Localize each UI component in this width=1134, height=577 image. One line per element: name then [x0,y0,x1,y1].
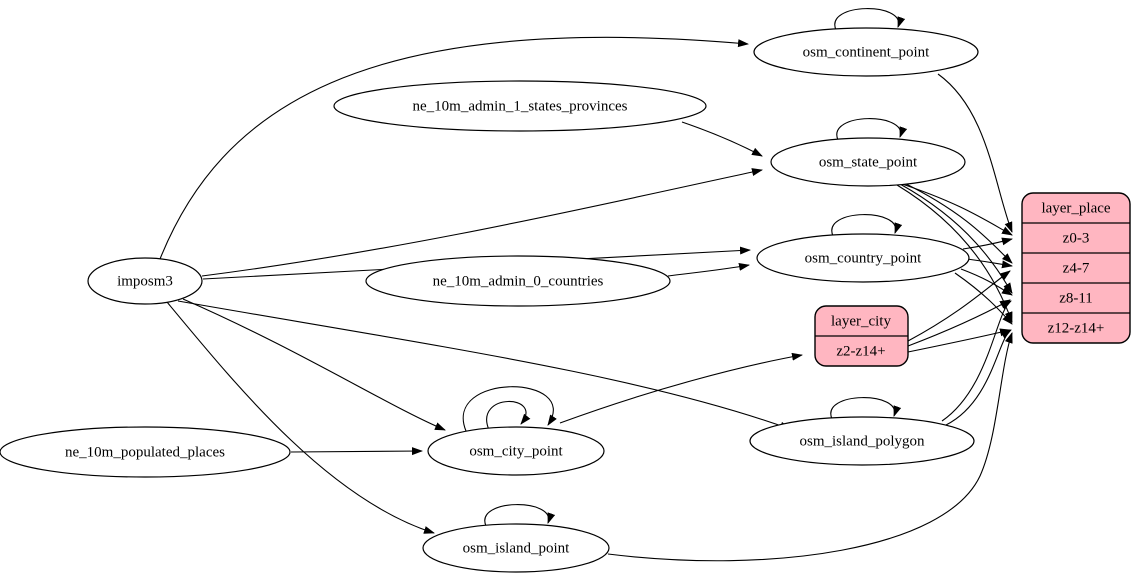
layer-place-shape [1021,192,1131,344]
osm-city-point-shape [427,426,605,476]
layer-city-row-z2-z14: z2-z14+ [836,343,885,359]
edge-osm-island-polygon-to-layer-place-z12-z14 [945,329,1012,426]
edge-osm-country-point-to-layer-place-z4-7 [966,258,1013,269]
edge-self-loop-osm-island-polygon [830,397,902,420]
imposm3-label: imposm3 [117,273,173,289]
osm-island-polygon-shape [749,416,975,466]
layer-city-title: layer_city [831,313,891,329]
node-imposm3: imposm3 [87,257,203,305]
osm-island-polygon-label: osm_island_polygon [799,433,925,449]
node-osm-island-point: osm_island_point [422,523,610,573]
osm-continent-point-shape [753,27,979,77]
imposm3-shape [87,257,203,305]
edge-imposm3-to-osm-continent-point [159,36,749,260]
edge-osm-country-point-to-layer-place-z0-3 [962,237,1013,250]
ne-10m-admin-0-countries-shape [365,255,671,307]
ne-10m-admin-0-countries-label: ne_10m_admin_0_countries [433,273,604,289]
edge-osm-state-point-to-layer-place-z8-11 [899,183,1013,294]
node-ne-10m-populated-places: ne_10m_populated_places [0,426,291,478]
layer-place-row-z8-11: z8-11 [1059,290,1093,306]
edge-osm-city-point-to-layer-city-z2-z14 [559,352,803,424]
osm-continent-point-label: osm_continent_point [803,44,930,60]
osm-island-point-shape [422,523,610,573]
record-layer-place: layer_place z0-3 z4-7 z8-11 z12-z14+ [1021,192,1131,344]
edge-self-loop-outer-osm-city-point [462,386,557,432]
ne-10m-populated-places-shape [0,426,291,478]
edge-osm-continent-point-to-layer-place-z0-3 [937,73,1013,233]
edge-imposm3-to-osm-island-polygon [177,300,791,430]
edge-ne-10m-populated-places-to-osm-city-point [290,447,423,456]
osm-state-point-shape [770,137,966,187]
edge-self-loop-osm-country-point [831,214,903,237]
node-osm-country-point: osm_country_point [756,233,970,283]
record-layer-city: layer_city z2-z14+ [814,305,909,367]
node-ne-10m-admin-1-states-provinces: ne_10m_admin_1_states_provinces [333,80,707,132]
edge-layer [159,8,1013,562]
osm-city-point-label: osm_city_point [469,443,563,459]
node-osm-city-point: osm_city_point [427,426,605,476]
edge-self-loop-osm-continent-point [834,8,906,31]
osm-island-point-label: osm_island_point [463,540,571,556]
edge-layer-city-to-layer-place-z12-z14 [907,328,1011,353]
layer-place-row-z4-7: z4-7 [1063,260,1090,276]
osm-country-point-shape [756,233,970,283]
edge-osm-island-polygon-to-layer-place-z8-11 [941,300,1012,422]
edge-imposm3-to-osm-island-point [166,301,435,534]
edge-self-loop-inner-osm-city-point [486,400,531,431]
edge-osm-state-point-to-layer-place-z4-7 [901,181,1013,264]
edge-ne-10m-admin-1-states-provinces-to-osm-state-point [681,121,763,157]
layer-place-row-z0-3: z0-3 [1063,230,1090,246]
edge-self-loop-osm-island-point [484,504,556,527]
ne-10m-populated-places-label: ne_10m_populated_places [65,444,225,460]
edge-osm-state-point-to-layer-place-z0-3 [898,182,1013,236]
layer-place-title: layer_place [1041,200,1110,216]
edge-imposm3-to-osm-city-point [182,298,446,431]
node-osm-state-point: osm_state_point [770,137,966,187]
edge-layer-city-to-layer-place-z4-7 [907,270,1011,342]
edge-imposm3-to-osm-state-point [201,168,763,277]
edge-osm-island-point-to-layer-place-z12-z14 [607,332,1013,562]
edge-osm-country-point-to-layer-place-z8-11 [960,268,1013,296]
node-ne-10m-admin-0-countries: ne_10m_admin_0_countries [365,255,671,307]
node-osm-continent-point: osm_continent_point [753,27,979,77]
node-osm-island-polygon: osm_island_polygon [749,416,975,466]
layer-place-row-z12-z14: z12-z14+ [1048,320,1105,336]
edge-self-loop-osm-state-point [836,118,908,141]
edge-osm-country-point-to-layer-place-z12-z14 [954,272,1013,325]
edge-layer-city-to-layer-place-z8-11 [907,299,1011,347]
ne-10m-admin-1-states-provinces-label: ne_10m_admin_1_states_provinces [413,98,628,114]
edge-ne-10m-admin-0-countries-to-osm-country-point [667,262,750,277]
ne-10m-admin-1-states-provinces-shape [333,80,707,132]
osm-country-point-label: osm_country_point [805,250,922,266]
osm-state-point-label: osm_state_point [819,154,918,170]
